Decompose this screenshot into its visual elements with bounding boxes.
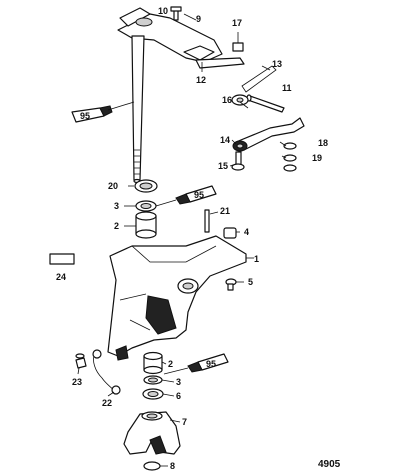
nut-17	[232, 32, 244, 52]
lubricant-tube-2: 95	[155, 185, 217, 207]
screw-5	[225, 278, 237, 291]
callouts: 1 2 2 3 3 4 5 6 7 8 9 10 11 12 13 14 15 …	[56, 6, 328, 471]
callout-2: 2	[168, 359, 173, 369]
figure-reference-number: 4905	[318, 459, 341, 470]
steering-arm-plate	[117, 7, 245, 69]
washers-18-19	[283, 142, 297, 172]
lubricant-tag: 95	[194, 190, 204, 200]
lubricant-tag: 95	[206, 359, 216, 369]
callout-3: 3	[114, 201, 119, 211]
lower-yoke-7	[123, 411, 181, 455]
callout-21: 21	[220, 206, 230, 216]
decal-24	[49, 253, 75, 265]
callout-13: 13	[272, 59, 282, 69]
callout-15: 15	[218, 161, 228, 171]
callout-6: 6	[176, 391, 181, 401]
callout-2: 2	[114, 221, 119, 231]
callout-19: 19	[312, 153, 322, 163]
steering-shaft	[131, 35, 145, 184]
washer-3-upper	[135, 200, 157, 212]
bolt-10	[170, 6, 182, 21]
callout-9: 9	[196, 14, 201, 24]
callout-22: 22	[102, 398, 112, 408]
callout-24: 24	[56, 272, 66, 282]
callout-3: 3	[176, 377, 181, 387]
seal-20	[134, 179, 158, 193]
bolt-11	[246, 94, 285, 113]
callout-12: 12	[196, 75, 206, 85]
callout-20: 20	[108, 181, 118, 191]
lubricant-tube-1: 95	[71, 101, 135, 123]
bolt-15	[231, 151, 245, 171]
leader-lines	[77, 13, 287, 467]
seal-6	[142, 388, 164, 400]
callout-11: 11	[282, 83, 292, 93]
grease-fitting-23	[75, 353, 87, 369]
swivel-bracket-1	[107, 235, 247, 361]
washer-3-lower	[143, 375, 163, 385]
washer-16	[231, 94, 249, 106]
bushing-4	[223, 227, 237, 239]
pin-21	[204, 209, 210, 233]
callout-7: 7	[182, 417, 187, 427]
callout-8: 8	[170, 461, 175, 471]
steering-link-arm-14	[232, 117, 305, 152]
bushing-2-lower	[143, 351, 163, 375]
callout-14: 14	[220, 135, 230, 145]
callout-10: 10	[158, 6, 168, 16]
lubricant-tag: 95	[80, 111, 90, 121]
bushing-2-upper	[135, 211, 157, 239]
callout-16: 16	[222, 95, 232, 105]
ground-strap-22	[92, 349, 121, 395]
callout-4: 4	[244, 227, 249, 237]
callout-23: 23	[72, 377, 82, 387]
callout-5: 5	[248, 277, 253, 287]
callout-1: 1	[254, 254, 259, 264]
callout-17: 17	[232, 18, 242, 28]
o-ring-8	[143, 461, 161, 471]
link-plate-13	[241, 65, 277, 93]
lubricant-tube-3: 95	[163, 353, 229, 375]
callout-18: 18	[318, 138, 328, 148]
